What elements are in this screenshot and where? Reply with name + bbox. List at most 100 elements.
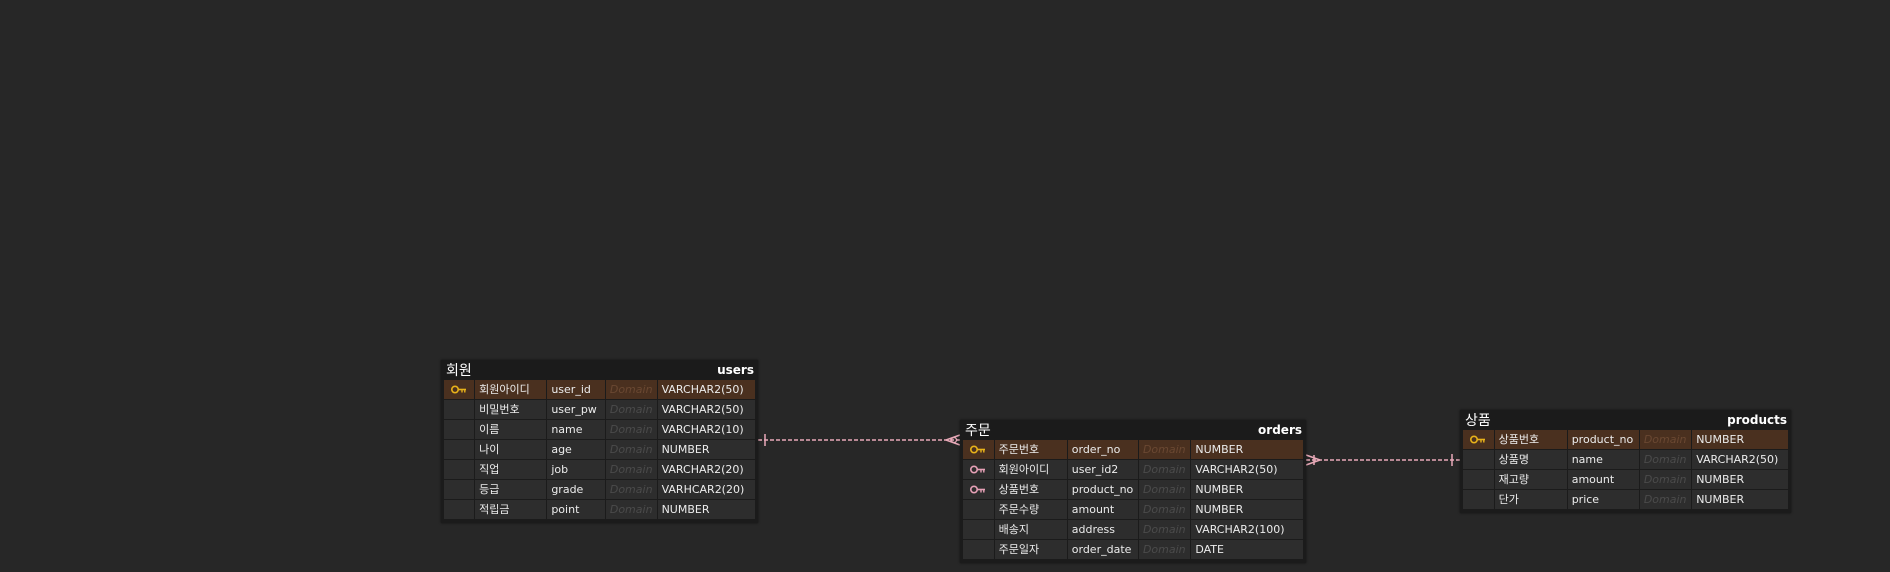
attribute-domain: Domain	[605, 500, 657, 519]
attribute-physical-name: product_no	[1567, 430, 1639, 449]
relationship-products-orders[interactable]	[1305, 454, 1460, 466]
key-cell	[963, 540, 994, 559]
key-cell	[1463, 450, 1494, 469]
foreign-key-icon	[970, 465, 986, 474]
attribute-physical-name: name	[547, 420, 605, 439]
attribute-physical-name: user_id2	[1067, 460, 1138, 479]
foreign-key-icon	[970, 485, 986, 494]
attribute-datatype: NUMBER	[1191, 440, 1303, 459]
attribute-physical-name: user_id	[547, 380, 605, 399]
attribute-datatype: VARCHAR2(100)	[1191, 520, 1303, 539]
attribute-logical-name: 상품번호	[994, 480, 1067, 499]
attribute-physical-name: age	[547, 440, 605, 459]
attribute-domain: Domain	[605, 460, 657, 479]
attribute-datatype: VARHCAR2(20)	[657, 480, 756, 499]
attribute-domain: Domain	[605, 480, 657, 499]
attribute-domain: Domain	[1639, 470, 1692, 489]
attribute-logical-name: 단가	[1494, 490, 1567, 509]
attribute-datatype: VARCHAR2(50)	[1191, 460, 1303, 479]
attribute-physical-name: order_date	[1067, 540, 1138, 559]
entity-header[interactable]: 상품 products	[1463, 410, 1788, 430]
attribute-datatype: NUMBER	[1692, 470, 1788, 489]
attribute-domain: Domain	[1639, 450, 1692, 469]
key-cell	[444, 460, 475, 479]
attribute-domain: Domain	[1138, 460, 1191, 479]
attribute-physical-name: product_no	[1067, 480, 1138, 499]
primary-key-icon	[1470, 435, 1486, 444]
attribute-logical-name: 나이	[475, 440, 547, 459]
attribute-datatype: NUMBER	[657, 500, 756, 519]
attribute-physical-name: job	[547, 460, 605, 479]
attribute-datatype: NUMBER	[657, 440, 756, 459]
attribute-physical-name: address	[1067, 520, 1138, 539]
attribute-physical-name: amount	[1067, 500, 1138, 519]
attribute-physical-name: name	[1567, 450, 1639, 469]
attribute-logical-name: 등급	[475, 480, 547, 499]
attribute-domain: Domain	[605, 380, 657, 399]
attribute-logical-name: 회원아이디	[994, 460, 1067, 479]
attribute-logical-name: 배송지	[994, 520, 1067, 539]
attribute-physical-name: price	[1567, 490, 1639, 509]
attribute-datatype: DATE	[1191, 540, 1303, 559]
entity-physical-name: products	[1727, 413, 1787, 427]
attribute-domain: Domain	[605, 440, 657, 459]
attribute-physical-name: order_no	[1067, 440, 1138, 459]
entity-header[interactable]: 회원 users	[444, 360, 755, 380]
attribute-datatype: NUMBER	[1191, 480, 1303, 499]
attribute-logical-name: 비밀번호	[475, 400, 547, 419]
attribute-logical-name: 주문번호	[994, 440, 1067, 459]
entity-logical-name: 주문	[965, 423, 991, 439]
key-cell	[1463, 470, 1494, 489]
attribute-datatype: VARCHAR2(10)	[657, 420, 756, 439]
attribute-physical-name: point	[547, 500, 605, 519]
attribute-logical-name: 상품명	[1494, 450, 1567, 469]
entity-logical-name: 상품	[1465, 413, 1491, 429]
entity-header[interactable]: 주문 orders	[963, 420, 1303, 440]
attribute-domain: Domain	[1639, 430, 1692, 449]
relationship-users-orders[interactable]	[758, 434, 961, 446]
attribute-datatype: NUMBER	[1692, 430, 1788, 449]
key-cell	[1463, 490, 1494, 509]
attribute-logical-name: 주문일자	[994, 540, 1067, 559]
attribute-domain: Domain	[1138, 440, 1191, 459]
key-cell	[444, 440, 475, 459]
attribute-logical-name: 직업	[475, 460, 547, 479]
attribute-domain: Domain	[605, 400, 657, 419]
attribute-datatype: NUMBER	[1191, 500, 1303, 519]
key-cell	[444, 500, 475, 519]
key-cell	[444, 400, 475, 419]
attribute-datatype: VARCHAR2(50)	[657, 380, 756, 399]
primary-key-icon	[970, 445, 986, 454]
attribute-logical-name: 이름	[475, 420, 547, 439]
attribute-physical-name: user_pw	[547, 400, 605, 419]
attribute-logical-name: 재고량	[1494, 470, 1567, 489]
attribute-datatype: NUMBER	[1692, 490, 1788, 509]
attribute-datatype: VARCHAR2(50)	[1692, 450, 1788, 469]
attribute-datatype: VARCHAR2(50)	[657, 400, 756, 419]
key-cell	[444, 480, 475, 499]
attribute-logical-name: 주문수량	[994, 500, 1067, 519]
